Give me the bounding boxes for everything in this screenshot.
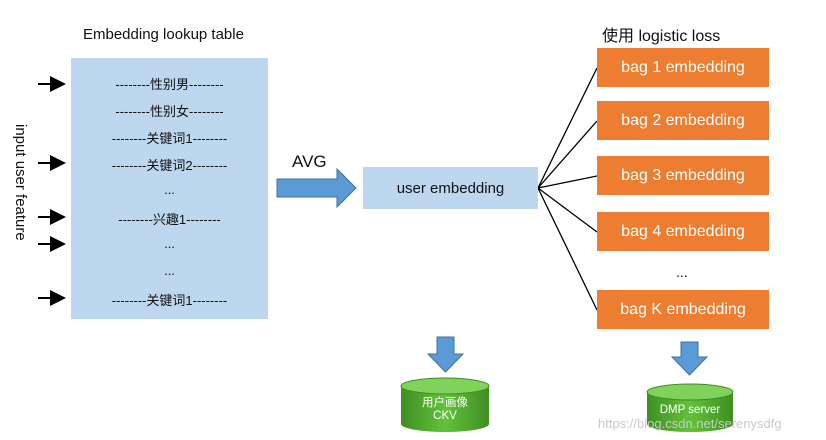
- lookup-row: --------关键词1--------: [111, 131, 228, 146]
- bag-1-embedding-box: bag 1 embedding: [597, 48, 769, 87]
- ckv-database-icon: [400, 377, 490, 432]
- user-embedding-box: user embedding: [363, 167, 538, 209]
- embedding-lookup-table: --------性别男-------- --------性别女-------- …: [71, 58, 268, 319]
- fan-line-4: [537, 187, 598, 233]
- dmp-database-icon: [646, 383, 734, 432]
- avg-arrow: [276, 167, 357, 209]
- bag-ellipsis: ...: [676, 264, 688, 280]
- bag-3-embedding-box: bag 3 embedding: [597, 156, 769, 195]
- lookup-table-title: Embedding lookup table: [83, 26, 244, 43]
- ckv-label-line1: 用户画像: [422, 397, 468, 409]
- lookup-row: --------性别女--------: [115, 104, 224, 119]
- avg-label: AVG: [292, 152, 327, 171]
- lookup-row: --------关键词1--------: [111, 293, 228, 308]
- watermark: https://blog.csdn.net/serenysdfg: [598, 416, 782, 431]
- fan-line-1: [537, 67, 598, 189]
- lookup-row: --------兴趣1--------: [118, 212, 221, 227]
- fan-line-3: [537, 175, 598, 189]
- input-user-feature-label: input user feature: [12, 124, 29, 241]
- lookup-row: ...: [164, 182, 175, 197]
- ckv-database-label: 用户画像 CKV: [401, 397, 489, 423]
- down-arrow-ckv: [426, 336, 465, 373]
- bag-k-embedding-box: bag K embedding: [597, 290, 769, 329]
- lookup-row: ...: [164, 263, 175, 278]
- dmp-database-label: DMP server: [647, 404, 733, 417]
- bag-2-embedding-box: bag 2 embedding: [597, 101, 769, 140]
- lookup-row: ...: [164, 236, 175, 251]
- lookup-row: --------性别男--------: [115, 77, 224, 92]
- bag-4-embedding-box: bag 4 embedding: [597, 212, 769, 251]
- fan-line-5: [537, 187, 598, 311]
- dmp-label-line1: DMP server: [659, 404, 721, 416]
- fan-line-2: [537, 120, 598, 189]
- ckv-label-line2: CKV: [433, 410, 457, 422]
- down-arrow-dmp: [670, 341, 709, 376]
- loss-title: 使用 logistic loss: [602, 28, 721, 45]
- lookup-row: --------关键词2--------: [111, 158, 228, 173]
